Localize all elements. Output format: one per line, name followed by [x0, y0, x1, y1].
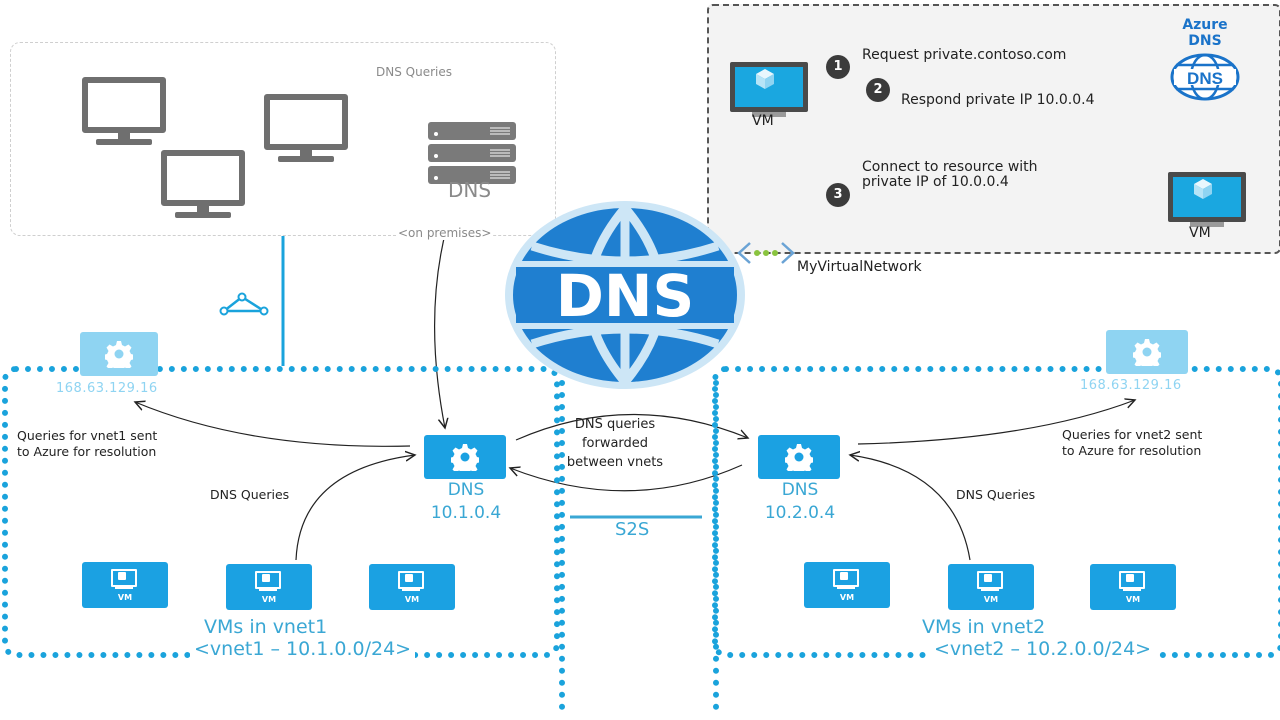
- vnet1-azure-note-line1: Queries for vnet1 sent: [17, 428, 158, 443]
- vnet1-vm: VM: [369, 564, 455, 610]
- vnet2-azure-arrow: [857, 400, 1135, 445]
- vnet1-azure-arrow: [135, 402, 411, 447]
- onprem-dns-label: DNS: [448, 178, 492, 202]
- vm-label: VM: [117, 593, 133, 602]
- vm-label: VM: [839, 593, 855, 602]
- vm-label: VM: [1125, 595, 1141, 604]
- source-vm-label: VM: [752, 113, 774, 129]
- step-2-badge: 2: [866, 78, 890, 102]
- virtual-network-name: MyVirtualNetwork: [797, 259, 922, 275]
- azure-dns-icon-text: DNS: [1187, 69, 1223, 88]
- client-computer-icon: [82, 77, 166, 147]
- azure-dns-globe-icon: DNS: [1170, 53, 1240, 101]
- step-2-text: Respond private IP 10.0.0.4: [901, 92, 1095, 108]
- step-1-badge: 1: [826, 55, 850, 79]
- vnet2-dns-name: DNS: [781, 480, 819, 500]
- dns-globe-logo-icon: DNS: [505, 201, 745, 389]
- s2s-label: S2S: [615, 519, 650, 540]
- step-1-text: Request private.contoso.com: [862, 47, 1067, 63]
- vnet2-azure-resolver: [1106, 330, 1188, 374]
- vm-label: VM: [983, 595, 999, 604]
- on-premises-label: <on premises>: [396, 226, 494, 240]
- gear-icon: [785, 444, 813, 471]
- vnet2-vm: VM: [948, 564, 1034, 610]
- vnet2-group-label: VMs in vnet2: [922, 616, 1046, 638]
- dns-server-icon: [428, 122, 516, 188]
- vnet2-azure-note-line2: to Azure for resolution: [1062, 443, 1202, 458]
- vnet2-azure-resolver-ip: 168.63.129.16: [1080, 378, 1182, 393]
- vnet1-queries-label: DNS Queries: [210, 487, 290, 502]
- azure-dns-title: Azure DNS: [1182, 17, 1228, 49]
- gear-icon: [1133, 339, 1161, 366]
- vnet2-cidr-label: <vnet2 – 10.2.0.0/24>: [930, 638, 1156, 660]
- vnet1-cidr-label: <vnet1 – 10.1.0.0/24>: [190, 638, 416, 660]
- vnet1-azure-note-line2: to Azure for resolution: [17, 444, 157, 459]
- vm-label: VM: [261, 595, 277, 604]
- vnet1-azure-resolver-ip: 168.63.129.16: [56, 381, 158, 396]
- vnet1-dns-ip: 10.1.0.4: [430, 503, 502, 523]
- dns-logo-text: DNS: [556, 262, 694, 330]
- virtual-network-icon: [737, 242, 795, 264]
- vnet2-inner-boundary: [713, 380, 719, 710]
- source-vm-icon: [730, 62, 808, 117]
- network-connection-icon: [219, 292, 269, 316]
- target-vm-label: VM: [1189, 225, 1211, 241]
- vnet2-vm: VM: [804, 562, 890, 608]
- vnet1-dns-server: [424, 435, 506, 479]
- gear-icon: [105, 341, 133, 368]
- vnet2-dns-ip: 10.2.0.4: [764, 503, 836, 523]
- step-3-text-line2: private IP of 10.0.0.4: [862, 174, 1009, 190]
- onprem-queries-label: DNS Queries: [376, 65, 452, 79]
- step-3-text-line1: Connect to resource with: [862, 159, 1038, 175]
- vnet1-vm-query-arrow: [295, 455, 415, 561]
- target-vm-icon: [1168, 172, 1246, 227]
- step-3-badge: 3: [826, 183, 850, 207]
- forwarding-label: DNS queries forwarded between vnets: [566, 417, 664, 470]
- vnet2-queries-label: DNS Queries: [956, 487, 1036, 502]
- vnet1-inner-boundary: [559, 380, 565, 710]
- vnet2-azure-note-line1: Queries for vnet2 sent: [1062, 427, 1203, 442]
- vnet2-dns-server: [758, 435, 840, 479]
- vnet1-group-label: VMs in vnet1: [204, 616, 328, 638]
- vnet1-vm: VM: [82, 562, 168, 608]
- vnet1-azure-resolver: [80, 332, 158, 376]
- vnet1-dns-name: DNS: [447, 480, 485, 500]
- vnet2-vm: VM: [1090, 564, 1176, 610]
- vm-label: VM: [404, 595, 420, 604]
- client-computer-icon: [264, 94, 348, 164]
- gear-icon: [451, 444, 479, 471]
- client-computer-icon: [161, 150, 245, 220]
- vnet2-vm-query-arrow: [850, 455, 971, 561]
- vnet1-vm: VM: [226, 564, 312, 610]
